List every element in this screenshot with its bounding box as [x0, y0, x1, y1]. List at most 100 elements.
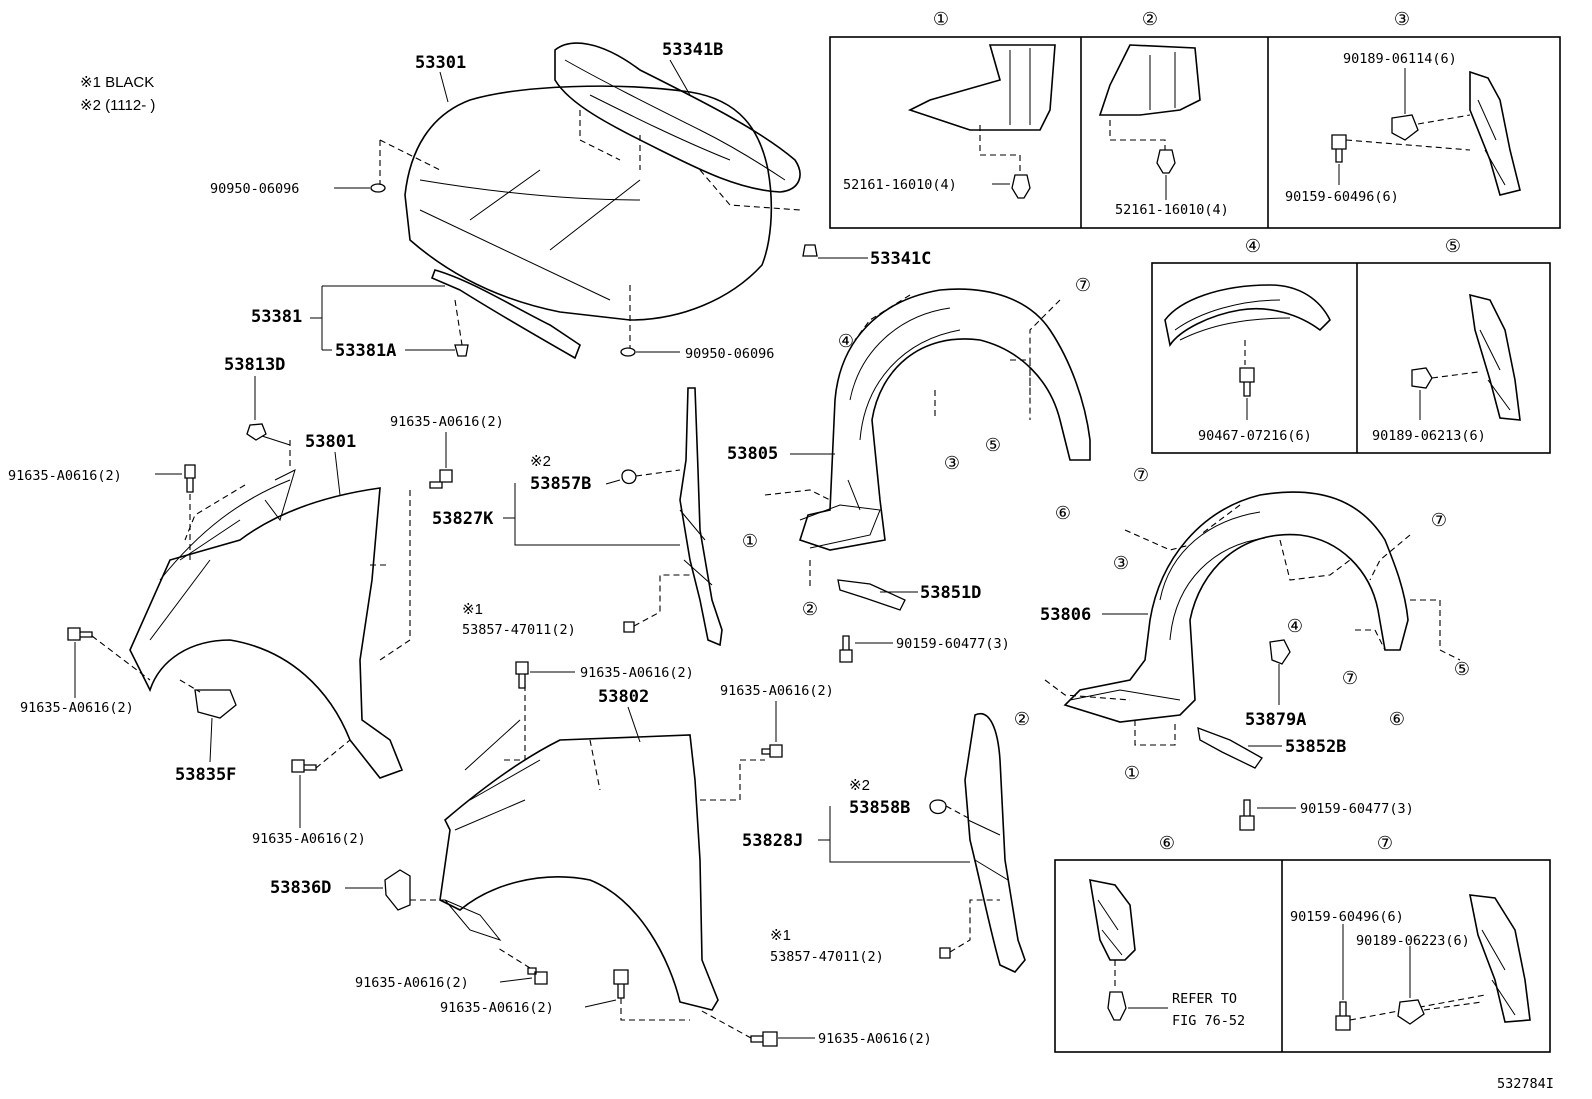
liner-left-screw-label: 90159-60477(3) — [896, 636, 1010, 652]
left-fender-bracket[interactable] — [194, 689, 237, 719]
right-fender-bolt-bottom-3[interactable] — [750, 1031, 778, 1047]
hood-insulator-group: 53341B 53341C — [554, 40, 931, 269]
callout-7-15: ⑦ — [1342, 668, 1358, 688]
left-fender-bolt-a[interactable] — [184, 464, 196, 493]
callout-4-3: ④ — [838, 331, 854, 351]
callout-2-9: ② — [1014, 709, 1030, 729]
detail-5-clip[interactable] — [1411, 367, 1433, 389]
seal-left-plug-label: 53857B — [530, 474, 591, 494]
liner-right-screw[interactable] — [1239, 799, 1255, 831]
hood-panel[interactable] — [404, 85, 773, 321]
right-fender-bracket-label: 53836D — [270, 878, 331, 898]
liner-left[interactable] — [798, 288, 1091, 551]
detail-4-screw[interactable] — [1239, 367, 1255, 397]
note-date-range: ※2 (1112- ) — [80, 97, 155, 114]
right-fender-bolt-bottom-1-label: 91635-A0616(2) — [355, 975, 469, 991]
liner-right-clip[interactable] — [1269, 639, 1291, 665]
detail-6-title: ⑥ — [1159, 833, 1175, 853]
detail-7-part-a: 90159-60496(6) — [1290, 909, 1404, 925]
detail-3-screw[interactable] — [1331, 134, 1347, 163]
left-fender-bolt-d[interactable] — [291, 759, 317, 773]
seal-left-clip[interactable] — [623, 621, 635, 633]
left-fender-label: 53801 — [305, 432, 356, 452]
right-fender-bolt-top-right[interactable] — [761, 744, 783, 758]
hood-seal-clip[interactable] — [454, 344, 469, 357]
liner-right-bracket-label: 53852B — [1285, 737, 1346, 757]
seal-right-group: ※2 53858B 53828J ※1 53857-47011(2) — [742, 712, 1026, 973]
liner-right-screw-label: 90159-60477(3) — [1300, 801, 1414, 817]
detail-7-screw[interactable] — [1335, 1001, 1351, 1031]
detail-3-title: ③ — [1394, 9, 1410, 29]
detail-4-title: ④ — [1245, 236, 1261, 256]
callout-1-8: ① — [1124, 763, 1140, 783]
liner-right-clip-label: 53879A — [1245, 710, 1306, 730]
detail-6-clip[interactable] — [1107, 991, 1127, 1021]
hood-seal-strip[interactable] — [430, 269, 581, 360]
liner-left-bracket[interactable] — [837, 579, 906, 611]
right-fender-panel[interactable] — [439, 734, 719, 1011]
callout-4-11: ④ — [1287, 616, 1303, 636]
left-fender-bolt-c[interactable] — [67, 627, 93, 641]
hood-seal-group: 53381 53381A — [251, 269, 581, 361]
liner-right[interactable] — [1063, 491, 1409, 723]
hood-insulator-clip[interactable] — [802, 244, 818, 257]
right-fender-bolt-bottom-2[interactable] — [613, 969, 629, 999]
callout-7-7: ⑦ — [1133, 465, 1149, 485]
detail-3-clip[interactable] — [1391, 114, 1419, 141]
detail-1-clip[interactable] — [1011, 174, 1031, 199]
right-fender-label: 53802 — [598, 687, 649, 707]
callout-7-6: ⑦ — [1075, 275, 1091, 295]
seal-left-marker: ※2 — [530, 453, 551, 470]
seal-right-clip-label: 53857-47011(2) — [770, 949, 884, 965]
liner-right-label: 53806 — [1040, 605, 1091, 625]
hood-insulator-label: 53341B — [662, 40, 723, 60]
hood-plug-lower[interactable] — [620, 347, 636, 357]
seal-right-clip[interactable] — [939, 947, 951, 959]
seal-right-plug[interactable] — [929, 799, 947, 815]
right-fender-bolt-top[interactable] — [515, 661, 529, 689]
left-fender-cushion[interactable] — [246, 423, 267, 441]
right-fender-bolt-bottom-1[interactable] — [527, 967, 548, 985]
left-fender-bolt-a-label: 91635-A0616(2) — [8, 468, 122, 484]
liner-right-bracket[interactable] — [1197, 726, 1263, 769]
detail-2-clip[interactable] — [1156, 149, 1176, 174]
seal-right-label: 53828J — [742, 831, 803, 851]
liner-left-screw[interactable] — [839, 635, 853, 663]
detail-box-row-3: ⑥ ⑦ REFER TO FIG 76-52 90159-60496(6) 90… — [1054, 833, 1551, 1053]
detail-1-part: 52161-16010(4) — [843, 177, 957, 193]
callout-3-2: ③ — [944, 453, 960, 473]
seal-left-strip[interactable] — [679, 387, 723, 647]
liner-left-bracket-label: 53851D — [920, 583, 981, 603]
hood-seal-label: 53381 — [251, 307, 302, 327]
detail-4-part: 90467-07216(6) — [1198, 428, 1312, 444]
right-fender-bolt-top-label: 91635-A0616(2) — [580, 665, 694, 681]
seal-right-strip[interactable] — [964, 712, 1026, 973]
detail-7-clip[interactable] — [1397, 999, 1425, 1025]
hood-group: 90950-06096 90950-06096 53301 — [210, 53, 774, 362]
seal-left-plug[interactable] — [621, 469, 637, 485]
detail-6-ref-1: REFER TO — [1172, 991, 1237, 1007]
hood-plug-lower-label: 90950-06096 — [685, 346, 774, 362]
note-black: ※1 BLACK — [80, 74, 154, 91]
liner-left-group: 53805 53851D 90159-60477(3) — [727, 288, 1091, 663]
hood-insulator[interactable] — [554, 42, 801, 193]
detail-7-part-b: 90189-06223(6) — [1356, 933, 1470, 949]
callout-3-10: ③ — [1113, 553, 1129, 573]
seal-left-label: 53827K — [432, 509, 494, 529]
detail-7-title: ⑦ — [1377, 833, 1393, 853]
callout-6-13: ⑥ — [1389, 709, 1405, 729]
seal-right-marker: ※2 — [849, 777, 870, 794]
left-fender-panel[interactable] — [129, 487, 404, 779]
liner-left-label: 53805 — [727, 444, 778, 464]
hood-plug-upper[interactable] — [370, 183, 386, 193]
right-fender-bracket[interactable] — [384, 869, 411, 911]
detail-1-title: ① — [933, 9, 949, 29]
left-fender-bolt-b-label: 91635-A0616(2) — [390, 414, 504, 430]
detail-2-title: ② — [1142, 9, 1158, 29]
detail-2-part: 52161-16010(4) — [1115, 202, 1229, 218]
detail-5-title: ⑤ — [1445, 236, 1461, 256]
left-fender-bolt-c-label: 91635-A0616(2) — [20, 700, 134, 716]
left-fender-group: 53813D 53801 91635-A0616(2) 91635-A0616(… — [8, 355, 504, 847]
left-fender-bolt-b[interactable] — [429, 469, 453, 489]
